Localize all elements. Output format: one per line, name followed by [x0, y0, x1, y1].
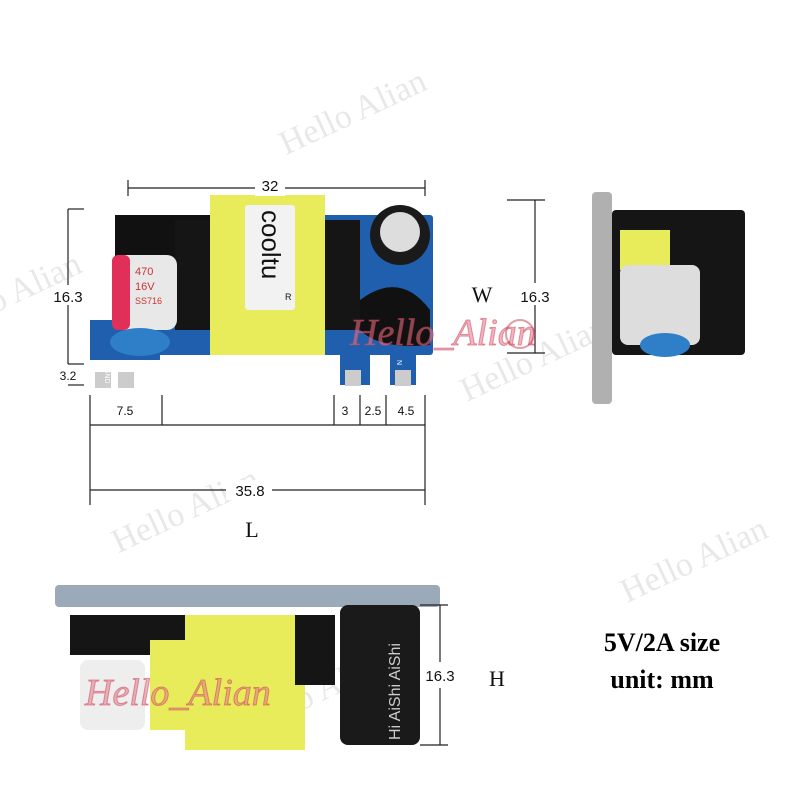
axis-label-h: H: [489, 666, 505, 691]
dim-7-5: 7.5: [117, 404, 134, 418]
cap-brand-text: Hi AiShi AiShi: [387, 643, 404, 740]
dim-total-length: 35.8: [235, 483, 264, 500]
pin-label: GND: [103, 368, 110, 384]
watermark: Hello Alian: [106, 460, 265, 560]
dim-pin-offset: 3.2: [60, 369, 77, 383]
top-view-dimensions: 32 16.3 3.2 7.5 3 2.5 4.5 35.8 L: [53, 176, 426, 542]
bottom-view-board: Hi AiShi AiShi 16.3 H: [55, 585, 505, 750]
dim-bottom: 16.3: [425, 668, 454, 685]
cap-label: 470: [135, 266, 153, 278]
bulk-capacitor: [340, 605, 420, 745]
dim-3: 3: [342, 404, 349, 418]
dim-height: 16.3: [53, 289, 82, 306]
transformer-side: [185, 615, 305, 750]
dim-side: 16.3: [520, 289, 549, 306]
watermark: Hello Alian: [615, 510, 774, 610]
axis-label-l: L: [245, 517, 258, 542]
overlay-watermark: Hello_Alian: [84, 672, 271, 714]
cap-label: SS716: [135, 296, 162, 306]
side-view-board: 16.3 W: [472, 192, 745, 404]
transformer-label: cooltu: [256, 210, 286, 279]
cap-label: 16V: [135, 281, 155, 293]
top-view-board: cooltu R 470 16V SS716 GND VCC N: [90, 195, 433, 388]
y-capacitor: [110, 328, 170, 356]
dim-2-5: 2.5: [365, 404, 382, 418]
overlay-watermark: Hello_Alian: [349, 312, 536, 354]
spec-unit: unit: mm: [610, 665, 714, 694]
dim-length-top: 32: [262, 178, 279, 195]
spec-size: 5V/2A size: [604, 628, 720, 657]
watermark: Hello Alian: [274, 62, 433, 162]
registered-mark: R: [285, 292, 292, 302]
pin-label: VCC: [143, 360, 150, 375]
dim-4-5: 4.5: [398, 404, 415, 418]
pin-label: N: [395, 360, 402, 365]
axis-label-w: W: [472, 282, 493, 307]
